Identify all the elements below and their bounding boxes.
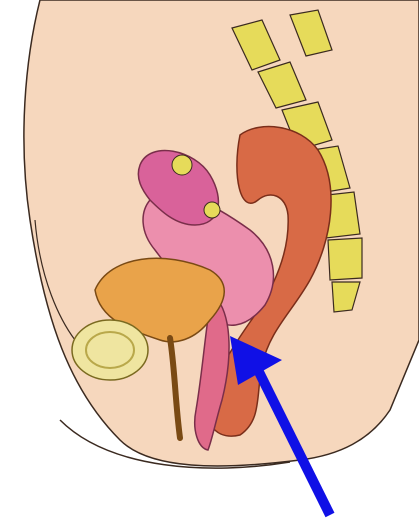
- ovary-follicle: [172, 155, 192, 175]
- ovary-follicle: [204, 202, 220, 218]
- pubic-bone: [72, 320, 148, 380]
